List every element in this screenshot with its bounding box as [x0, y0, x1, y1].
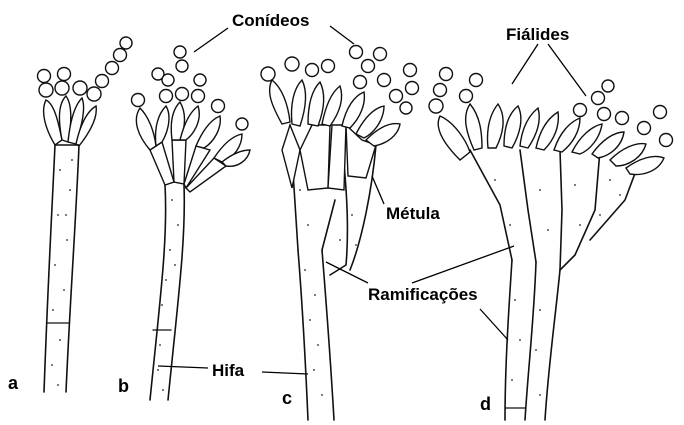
- leader-lines: [158, 26, 586, 374]
- conidiophore-b: [132, 46, 251, 400]
- hypha-stipple-a: [51, 159, 73, 386]
- conidiophore-c: [261, 46, 419, 421]
- conidiophore-a: [38, 37, 133, 392]
- panel-label-c: c: [282, 388, 292, 408]
- panel-label-d: d: [480, 394, 491, 414]
- label-conidia: Conídeos: [232, 11, 309, 30]
- label-hypha: Hifa: [212, 361, 245, 380]
- label-metula: Métula: [386, 204, 440, 223]
- label-phialides: Fiálides: [506, 25, 569, 44]
- panel-label-a: a: [8, 373, 19, 393]
- label-branches: Ramificações: [368, 285, 478, 304]
- panel-label-b: b: [118, 376, 129, 396]
- conidiophore-d: [429, 68, 673, 421]
